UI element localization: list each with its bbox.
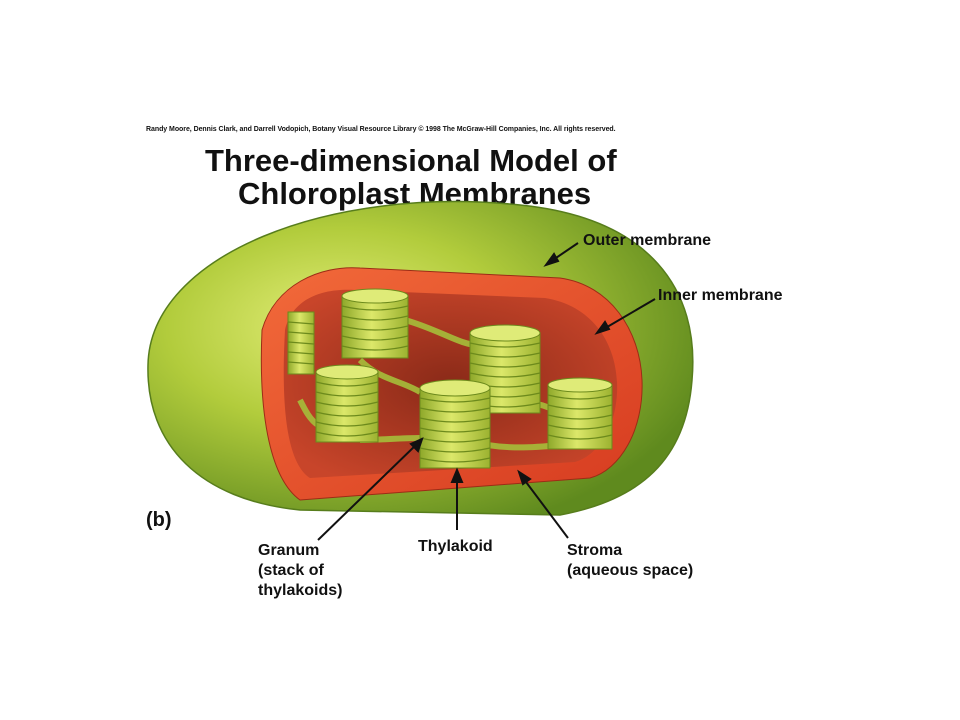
label-granum: Granum (stack of thylakoids) bbox=[258, 541, 342, 601]
pointer-arrows bbox=[317, 242, 656, 541]
title-line-1: Three-dimensional Model of bbox=[205, 143, 617, 178]
arrow-stroma bbox=[522, 477, 569, 539]
label-granum-line-3: thylakoids) bbox=[258, 582, 343, 599]
granum-edge-left bbox=[287, 311, 315, 375]
label-granum-line-1: Granum bbox=[258, 542, 320, 559]
label-granum-line-2: (stack of bbox=[258, 562, 324, 579]
label-outer-membrane: Outer membrane bbox=[583, 232, 712, 249]
label-stroma: Stroma (aqueous space) bbox=[567, 541, 693, 581]
panel-letter: (b) bbox=[146, 509, 172, 531]
label-stroma-line-1: Stroma bbox=[567, 542, 623, 559]
label-thylakoid: Thylakoid bbox=[418, 538, 493, 555]
arrow-inner-membrane bbox=[601, 298, 656, 331]
label-inner-membrane: Inner membrane bbox=[658, 287, 783, 304]
granum-center bbox=[419, 379, 491, 469]
credit-line: Randy Moore, Dennis Clark, and Darrell V… bbox=[146, 126, 616, 133]
label-stroma-line-2: (aqueous space) bbox=[567, 562, 694, 579]
arrow-granum bbox=[317, 442, 419, 541]
granum-left bbox=[315, 364, 379, 443]
granum-right bbox=[547, 377, 613, 450]
granum-back-left bbox=[341, 288, 409, 359]
